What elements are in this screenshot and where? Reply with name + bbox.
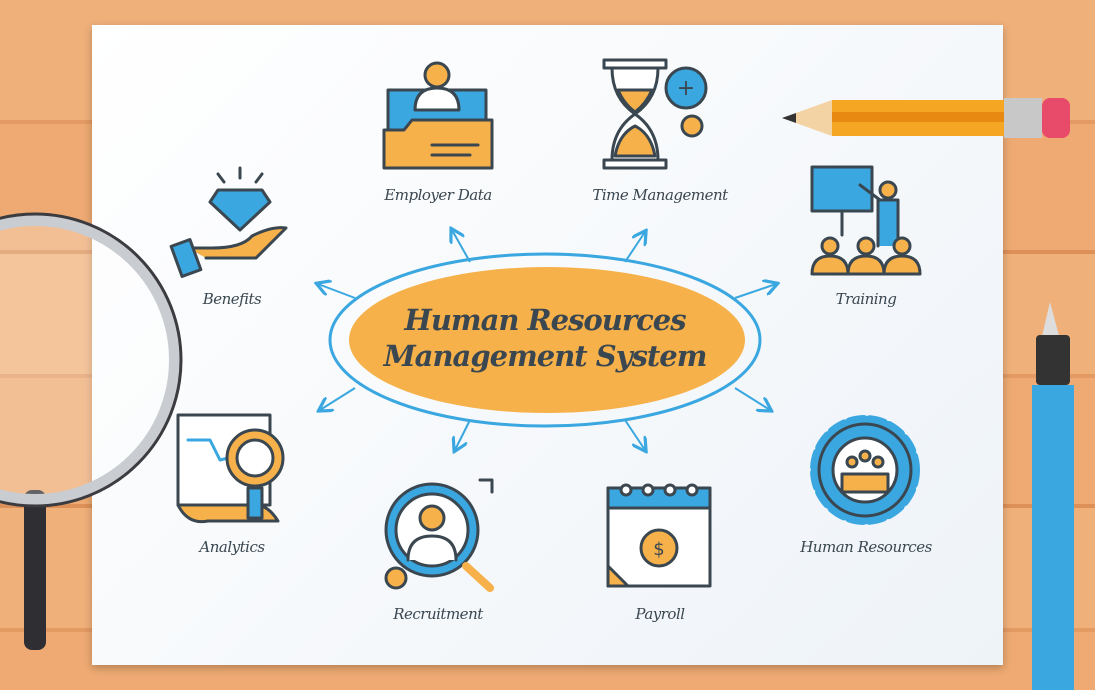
arrow-hr bbox=[734, 387, 770, 410]
calendar-dollar-icon: $ bbox=[606, 483, 712, 588]
arrow-benefits bbox=[318, 284, 356, 299]
center-ellipse bbox=[349, 267, 745, 413]
label-time-management: Time Management bbox=[592, 186, 728, 204]
label-payroll: Payroll bbox=[635, 605, 685, 623]
label-employer-data: Employer Data bbox=[384, 186, 492, 204]
svg-text:$: $ bbox=[653, 539, 664, 560]
svg-text:+: + bbox=[677, 76, 695, 101]
search-person-icon bbox=[384, 478, 494, 592]
center-title: Human Resources Management System bbox=[383, 302, 708, 374]
arrow-employer bbox=[452, 230, 471, 263]
label-recruitment: Recruitment bbox=[393, 605, 483, 623]
document-magnifier-icon bbox=[176, 413, 285, 524]
presentation-icon bbox=[810, 165, 922, 276]
center-outline bbox=[328, 252, 762, 428]
arrow-payroll bbox=[624, 419, 645, 450]
arrow-analytics bbox=[320, 387, 356, 410]
label-benefits: Benefits bbox=[202, 290, 262, 308]
pen-prop bbox=[1032, 302, 1074, 690]
arrow-training bbox=[734, 284, 776, 299]
hourglass-gear-icon: + bbox=[602, 58, 708, 170]
arrow-time bbox=[624, 232, 645, 263]
hand-diamond-icon bbox=[169, 166, 288, 278]
label-training: Training bbox=[835, 290, 897, 308]
pencil-prop bbox=[782, 98, 1070, 138]
center-title-line2: Management System bbox=[383, 339, 708, 373]
label-analytics: Analytics bbox=[199, 538, 265, 556]
gear-people-icon bbox=[810, 415, 920, 525]
arrows bbox=[318, 230, 776, 450]
arrow-recruitment bbox=[455, 419, 471, 450]
label-human-resources: Human Resources bbox=[800, 538, 932, 556]
folder-person-icon bbox=[382, 61, 494, 170]
magnifying-glass-prop bbox=[0, 212, 183, 650]
center-title-line1: Human Resources bbox=[404, 303, 686, 337]
